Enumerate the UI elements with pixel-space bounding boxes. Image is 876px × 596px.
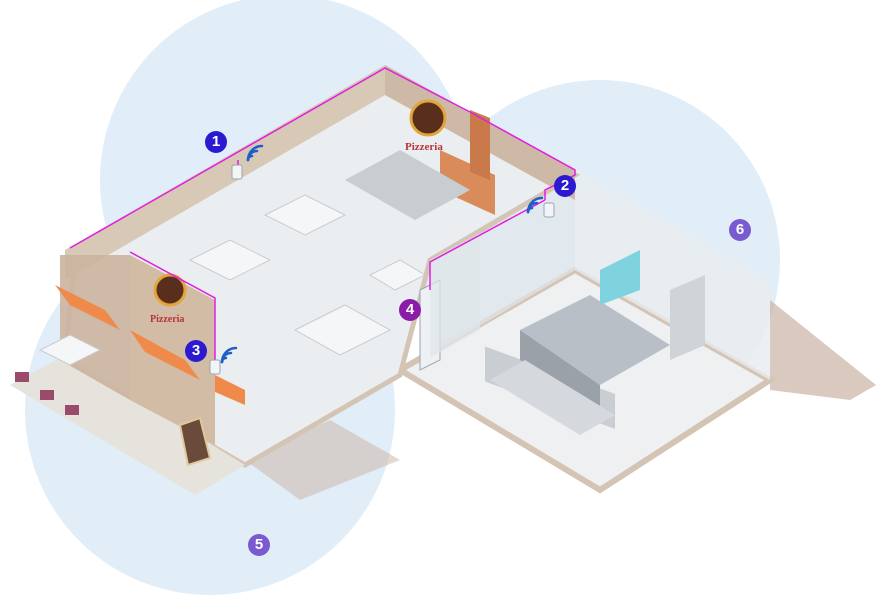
wifi-signal-icon [220, 346, 238, 364]
pizza-oven [440, 150, 495, 215]
svg-text:Pizzeria: Pizzeria [405, 141, 443, 153]
front-shadow [245, 420, 400, 500]
access-point-device-1 [231, 164, 243, 180]
awnings [55, 285, 245, 405]
sink-unit [600, 250, 640, 305]
wifi-signal-icon [526, 196, 544, 214]
marker-access-point-3[interactable]: 3 [185, 340, 207, 362]
marker-access-point-1[interactable]: 1 [205, 131, 227, 153]
bar-counter [345, 150, 470, 220]
network-cabling [69, 67, 576, 370]
tables [38, 194, 427, 366]
access-point-device-2 [543, 202, 555, 218]
fridge [670, 275, 705, 360]
a-frame-sign [178, 416, 212, 467]
partition-wall [430, 233, 480, 358]
front-wall [130, 255, 215, 445]
access-point-device-3 [209, 359, 221, 375]
marker-access-point-2[interactable]: 2 [554, 175, 576, 197]
oven-chimney [470, 110, 490, 180]
marker-switch-rack-4[interactable]: 4 [399, 299, 421, 321]
dining-back-wall [65, 65, 385, 280]
wifi-signals [220, 144, 544, 364]
planters [15, 372, 79, 415]
kitchen-back-wall [575, 170, 770, 380]
pizzeria-logo-front: Pizzeria [150, 273, 187, 325]
access-points [209, 164, 555, 375]
marker-coverage-zone-6[interactable]: 6 [729, 219, 751, 241]
prep-table [490, 360, 615, 435]
marker-coverage-zone-5[interactable]: 5 [248, 534, 270, 556]
front-wall-left [60, 255, 130, 400]
wifi-signal-icon [246, 144, 264, 162]
svg-text:Pizzeria: Pizzeria [150, 314, 184, 325]
stove-island [520, 295, 670, 385]
pizzeria-logo-wall: Pizzeria [405, 99, 447, 153]
building-shadow [770, 300, 876, 400]
dining-area [10, 65, 581, 495]
